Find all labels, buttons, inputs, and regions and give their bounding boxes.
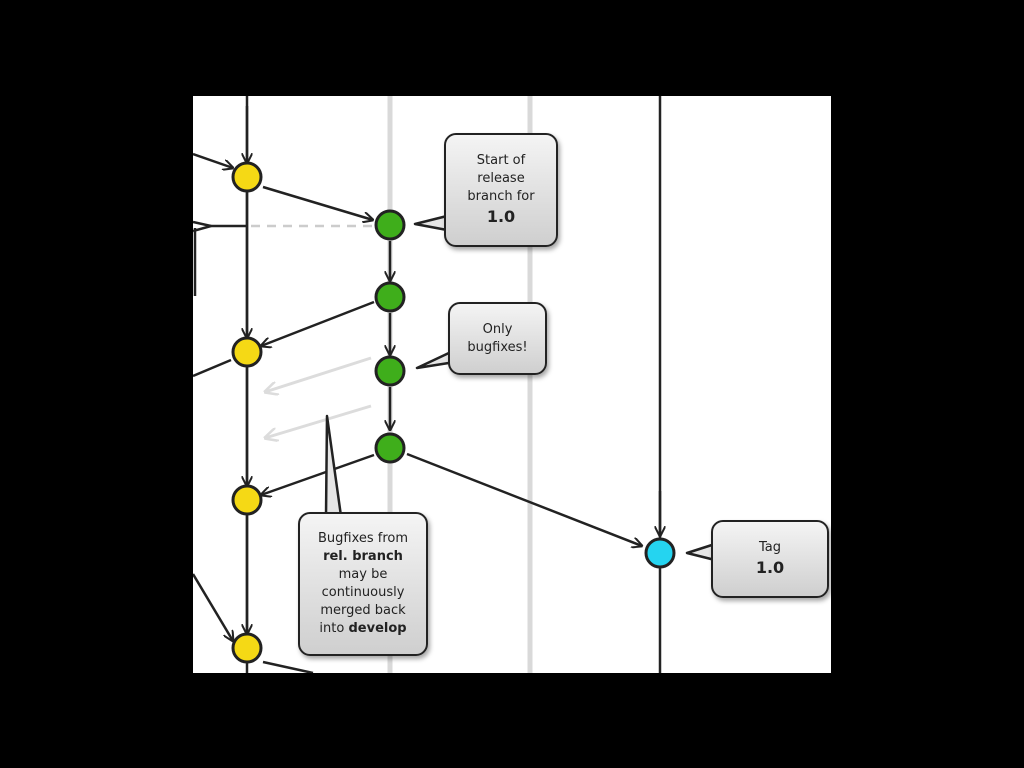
bugfixes-merged-line-3: may be (338, 567, 388, 582)
develop-to-release-arrow (262, 185, 373, 220)
incoming-edge-low (193, 573, 233, 641)
diagram-canvas: Start of release branch for 1.0 Only bug… (193, 96, 831, 673)
branching-diagram (193, 96, 717, 673)
incoming-edge-mid (193, 358, 232, 378)
release-to-master-arrow (406, 452, 642, 546)
merge-back-arrow-2 (261, 453, 375, 495)
only-bugfixes-line-2: bugfixes! (467, 339, 528, 355)
bugfixes-merged-line-4: continuously (321, 585, 405, 600)
develop-commit-3 (231, 484, 263, 516)
merge-back-arrow-1 (261, 300, 375, 346)
develop-commit-4 (231, 632, 263, 664)
faint-merge-arrow-1 (265, 356, 372, 392)
develop-tail-edge (262, 660, 314, 673)
release-start-callout-pointer (413, 214, 449, 232)
master-commit-tag (644, 537, 676, 569)
bugfixes-merged-line-6: into develop (319, 620, 406, 638)
release-commit-1 (374, 209, 406, 241)
develop-commit-2 (231, 336, 263, 368)
only-bugfixes-line-1: Only (482, 321, 513, 337)
faint-merge-arrow-2 (265, 404, 372, 438)
bugfixes-merged-line-6-bold: develop (348, 621, 407, 636)
tag-label: Tag (758, 540, 781, 555)
develop-commit-1 (231, 161, 263, 193)
incoming-edge-top (193, 152, 233, 168)
tag-version: 1.0 (755, 558, 785, 577)
tag-callout: Tag 1.0 (711, 520, 829, 598)
release-commit-3 (374, 355, 406, 387)
release-start-version: 1.0 (486, 207, 516, 226)
release-commit-2 (374, 281, 406, 313)
release-start-line-1: Start of (476, 153, 526, 168)
release-start-line-3: branch for (467, 189, 535, 204)
bugfixes-merged-callout-pointer (324, 414, 343, 518)
release-start-line-2: release (477, 171, 525, 186)
bugfixes-merged-line-2: rel. branch (323, 549, 403, 564)
release-commit-4 (374, 432, 406, 464)
only-bugfixes-callout: Only bugfixes! (448, 302, 547, 375)
release-start-callout: Start of release branch for 1.0 (444, 133, 558, 247)
bugfixes-merged-line-6-prefix: into (319, 621, 345, 636)
bugfixes-merged-line-1: Bugfixes from (317, 531, 409, 546)
bugfixes-merged-callout: Bugfixes from rel. branch may be continu… (298, 512, 428, 656)
bugfixes-merged-line-5: merged back (320, 603, 406, 618)
